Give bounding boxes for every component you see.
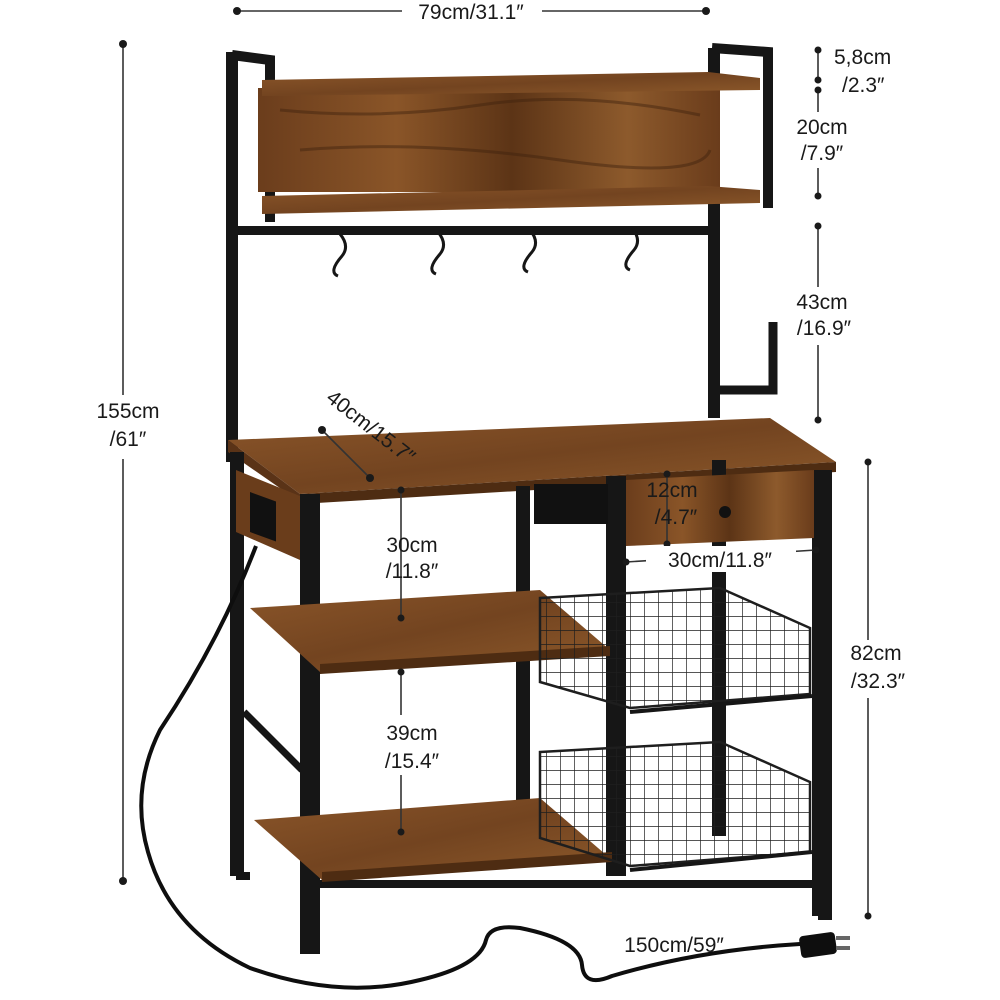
wire-basket-lower [538,740,813,872]
cord-length-label: 150cm/59″ [624,934,724,957]
width-label: 79cm/31.1″ [418,1,524,24]
cabinet-divider [534,484,608,524]
front-left-leg [300,494,320,954]
power-outlet [250,492,276,542]
counter-height-label-inch: /32.3″ [851,670,906,693]
shelf-gap-upper-label: 30cm [386,534,437,557]
left-rear-post [226,52,238,462]
front-right-leg [812,470,832,916]
hook-bar [232,226,714,235]
s-hook-3 [522,229,537,274]
dimension-counter-height: 82cm /32.3″ [834,458,922,920]
countertop [228,418,836,494]
counter-height-label: 82cm [850,642,901,665]
top-rail-label: 5,8cm [834,46,891,69]
dimension-upper-gap: 43cm /16.9″ [784,222,864,424]
dimension-drawer-width: 30cm/11.8″ [622,546,820,572]
drawer-height-label-inch: /4.7″ [655,506,698,529]
shelf-gap-upper-label-inch: /11.8″ [386,560,439,583]
shelf-gap-lower-label: 39cm [386,722,437,745]
dimension-cord-length: 150cm/59″ [624,934,724,957]
hutch-top-shelf [262,72,760,96]
upper-gap-label: 43cm [796,291,847,314]
top-rail-label-inch: /2.3″ [842,74,885,97]
drawer-width-label: 30cm/11.8″ [668,549,772,572]
dimension-shelf-gap-lower: 39cm /15.4″ [368,668,458,836]
wire-basket-upper [538,586,813,714]
dimension-total-height: 155cm /61″ [80,40,168,885]
s-hook-2 [430,231,445,276]
hutch-lower-shelf [262,186,760,214]
drawer-height-label: 12cm [646,479,697,502]
rear-left-leg [230,452,244,876]
hutch-height-label: 20cm [796,116,847,139]
hutch-height-label-inch: /7.9″ [801,142,844,165]
dimension-drawer-height: 12cm /4.7″ [646,470,698,548]
dimension-shelf-gap-upper: 30cm /11.8″ [386,486,439,622]
dimension-width: 79cm/31.1″ [233,0,710,24]
shelf-gap-lower-label-inch: /15.4″ [385,750,440,773]
s-hooks [332,227,639,278]
middle-shelf [250,590,610,672]
power-plug [799,932,850,958]
upper-gap-label-inch: /16.9″ [797,317,852,340]
total-height-label-inch: /61″ [110,428,147,451]
dimension-top-rail: 5,8cm /2.3″ [814,46,891,97]
bakers-rack [139,43,850,990]
drawer-knob [719,506,731,518]
dimension-hutch-height: 20cm /7.9″ [785,86,865,200]
side-hook [714,322,778,395]
s-hook-4 [624,227,639,272]
hutch-back-panel [258,88,720,192]
total-height-label: 155cm [96,400,159,423]
s-hook-1 [332,233,347,278]
power-cord [139,545,801,990]
right-hutch-bracket [711,43,773,208]
drawer [626,470,814,546]
